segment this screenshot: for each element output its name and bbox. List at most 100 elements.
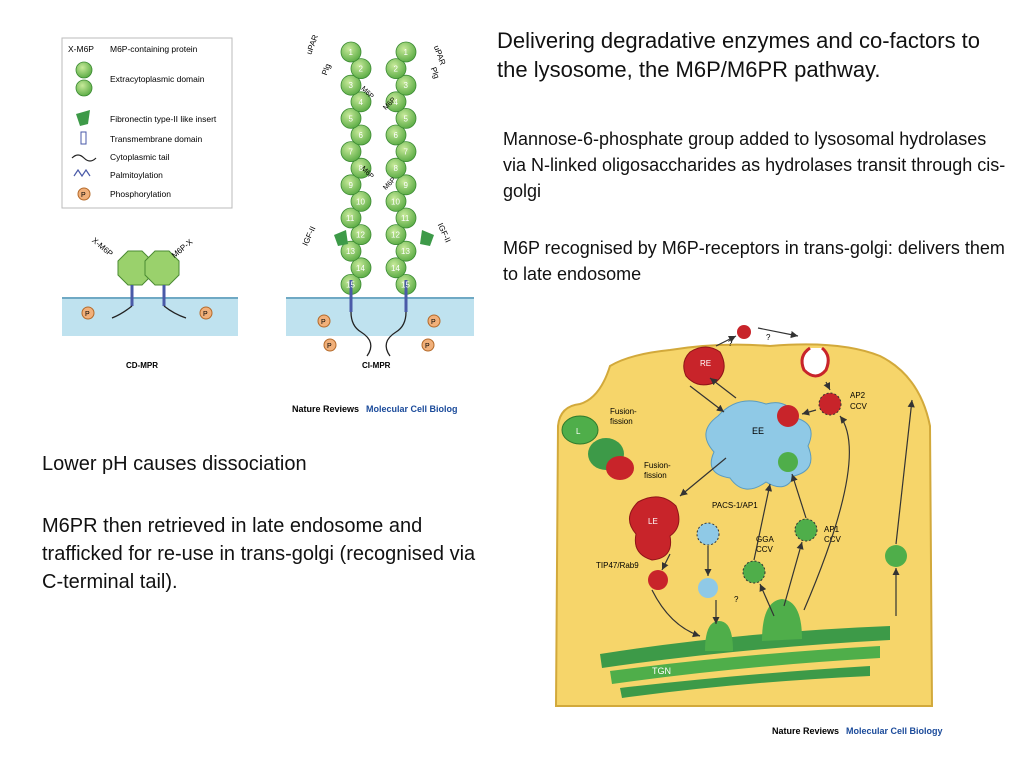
ci-domain-14 <box>350 257 372 279</box>
ci-domain-number: 7 <box>404 148 409 157</box>
ci-domain-6 <box>350 124 372 146</box>
cd-mpr-label: CD-MPR <box>126 361 158 370</box>
gga-ccv-label: CCV <box>756 545 774 554</box>
pacs-label: PACS-1/AP1 <box>712 501 758 510</box>
svg-text:IGF-II: IGF-II <box>436 222 453 244</box>
ci-domain-number: 4 <box>359 98 364 107</box>
fig2-credit-title: Molecular Cell Biology <box>846 726 943 736</box>
svg-text:?: ? <box>734 595 739 604</box>
ci-domain-3 <box>395 74 417 96</box>
svg-text:P: P <box>321 319 326 326</box>
ci-domain-number: 12 <box>391 231 400 240</box>
ci-domain-14 <box>385 257 407 279</box>
legend-palmitoyl-icon <box>73 168 91 178</box>
legend-transmembrane: Transmembrane domain <box>110 134 203 144</box>
ci-domain-10 <box>385 190 407 212</box>
ci-domain-number: 15 <box>401 280 410 289</box>
ci-domain-11 <box>340 207 362 229</box>
legend-cytoplasmic: Cytoplasmic tail <box>110 152 170 162</box>
svg-text:?: ? <box>728 339 733 348</box>
svg-text:P: P <box>327 343 332 350</box>
ci-domain-9 <box>395 174 417 196</box>
legend-domain-icon <box>75 79 93 97</box>
legend-extracytoplasmic: Extracytoplasmic domain <box>110 74 205 84</box>
ci-domain-4 <box>350 91 372 113</box>
ci-domain-1 <box>340 41 362 63</box>
tgn-group: TGN <box>600 599 890 698</box>
svg-text:P: P <box>203 311 208 318</box>
ci-domain-number: 1 <box>349 48 354 57</box>
ci-domain-9 <box>340 174 362 196</box>
ci-domain-number: 2 <box>394 65 399 74</box>
svg-text:IGF-II: IGF-II <box>301 225 318 247</box>
ci-domain-number: 11 <box>346 214 355 223</box>
m6p-addition-text: Mannose-6-phosphate group added to lysos… <box>503 129 1006 201</box>
ci-domain-8 <box>350 157 372 179</box>
legend-palmitoylation: Palmitoylation <box>110 170 163 180</box>
ci-domain-number: 14 <box>391 264 400 273</box>
ci-domain-13 <box>340 240 362 262</box>
lysosome-label: L <box>576 427 581 436</box>
ci-domain-number: 8 <box>394 164 399 173</box>
ci-domain-4 <box>385 91 407 113</box>
legend-xm6p-code: X-M6P <box>68 44 94 54</box>
legend-tail-icon <box>71 154 97 162</box>
ci-domain-number: 2 <box>359 65 364 74</box>
svg-text:fission: fission <box>610 417 633 426</box>
svg-text:P: P <box>81 192 86 199</box>
tgn-label: TGN <box>652 666 671 676</box>
svg-text:P: P <box>431 319 436 326</box>
ci-domain-number: 13 <box>346 247 355 256</box>
ci-domain-5 <box>340 108 362 129</box>
ci-domain-8 <box>385 157 407 179</box>
ap1-ccv-label: CCV <box>824 535 842 544</box>
ee-label: EE <box>752 426 764 436</box>
ci-domain-number: 10 <box>391 197 400 206</box>
svg-text:uPAR: uPAR <box>432 44 447 66</box>
ci-mpr-label: CI-MPR <box>362 361 391 370</box>
legend-transmembrane-icon <box>80 131 87 145</box>
ci-domain-number: 1 <box>404 48 409 57</box>
ci-domain-7 <box>395 141 417 162</box>
ci-domain-13 <box>395 240 417 262</box>
legend-fibronectin: Fibronectin type-II like insert <box>110 114 217 124</box>
ci-domain-number: 8 <box>359 164 364 173</box>
ci-domain-3 <box>340 74 362 96</box>
ci-domain-11 <box>395 207 417 229</box>
ci-domain-12 <box>350 224 372 246</box>
legend-domain-icon <box>75 61 93 79</box>
fig2-credit-journal: Nature Reviews <box>772 726 839 736</box>
ci-domain-number: 6 <box>359 131 364 140</box>
svg-text:uPAR: uPAR <box>305 33 320 55</box>
ci-domain-1 <box>395 41 417 63</box>
svg-text:Plg: Plg <box>429 66 441 80</box>
ci-domain-number: 13 <box>401 247 410 256</box>
ci-domain-number: 9 <box>349 181 354 190</box>
fig1-credit-journal: Nature Reviews <box>292 404 359 414</box>
ph-dissociation-text: Lower pH causes dissociation <box>42 453 307 475</box>
legend-m6p-protein: M6P-containing protein <box>110 44 198 54</box>
ap2-ccv-label: CCV <box>850 402 868 411</box>
ap1-label: AP1 <box>824 525 840 534</box>
le-label: LE <box>648 517 658 526</box>
ci-domain-number: 5 <box>349 114 354 123</box>
ci-domain-number: 9 <box>404 181 409 190</box>
ci-domain-number: 10 <box>356 197 365 206</box>
ci-domain-number: 15 <box>346 280 355 289</box>
ci-domain-2 <box>385 58 407 79</box>
fig1-credit-title: Molecular Cell Biolog <box>366 404 458 414</box>
svg-text:Fusion-: Fusion- <box>644 461 671 470</box>
ci-domain-number: 4 <box>394 98 399 107</box>
svg-text:P: P <box>425 343 430 350</box>
legend-box: X-M6P M6P-containing protein Extracytopl… <box>61 37 233 209</box>
slide-title: Delivering degradative enzymes and co-fa… <box>497 28 981 82</box>
ci-domain-number: 3 <box>404 81 409 90</box>
mpr-structure-figure: X-M6P M6P-containing protein Extracytopl… <box>61 33 474 414</box>
legend-fibronectin-icon <box>76 110 90 126</box>
m6pr-trafficking-figure: TGN EE RE ? ? AP2 CCV L Fusion- fission … <box>554 325 943 736</box>
ci-domain-6 <box>385 124 407 146</box>
tip47-label: TIP47/Rab9 <box>596 561 639 570</box>
ci-domain-number: 7 <box>349 148 354 157</box>
gga-label: GGA <box>756 535 774 544</box>
ci-domain-number: 5 <box>404 114 409 123</box>
